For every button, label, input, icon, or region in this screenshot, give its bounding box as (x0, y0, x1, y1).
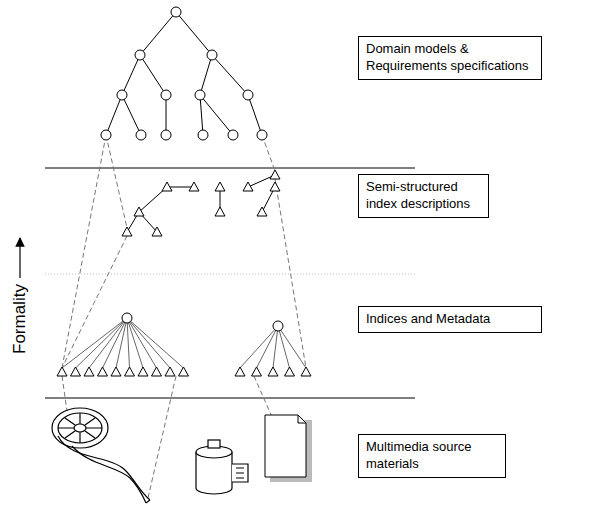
level-box: Multimedia source materials (358, 434, 506, 478)
level-label: Domain models & Requirements specificati… (366, 41, 534, 75)
film-canister (196, 440, 248, 494)
axis-label: Formality (10, 284, 30, 354)
level-divider (45, 274, 415, 275)
level-box: Domain models & Requirements specificati… (358, 36, 542, 80)
document-page (265, 415, 312, 482)
level-label: Semi-structured index descriptions (366, 179, 481, 213)
film-reel (52, 408, 150, 503)
level-divider (45, 398, 415, 399)
level-label: Indices and Metadata (366, 311, 534, 328)
level-box: Indices and Metadata (358, 306, 542, 333)
level-label: Multimedia source materials (366, 439, 498, 473)
level-divider (45, 168, 415, 169)
formality-arrow (19, 238, 20, 278)
level-box: Semi-structured index descriptions (358, 174, 489, 218)
